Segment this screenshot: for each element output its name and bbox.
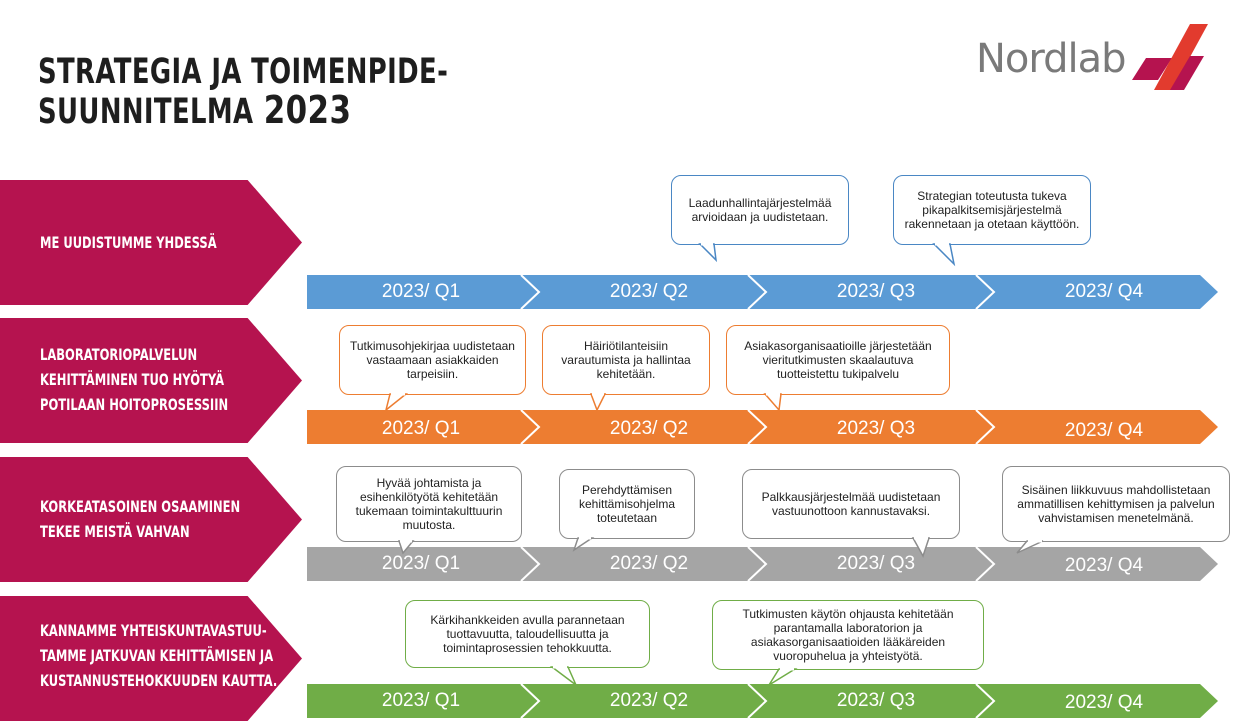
quarter-separator	[975, 275, 996, 309]
row-1-callout-1-text: Laadunhallintajärjestelmää arvioidaan ja…	[688, 196, 832, 224]
row-3-callout-1: Hyvää johtamista ja esihenkilötyötä kehi…	[336, 466, 522, 555]
row-1-label: ME UUDISTUMME YHDESSÄ	[40, 233, 217, 252]
row-1-q4: 2023/ Q4	[1064, 281, 1144, 302]
row-1-q1: 2023/ Q1	[381, 281, 461, 302]
row-2-callout-2: Häiriötilanteisiin varautumista ja halli…	[542, 325, 710, 412]
logo-mark-icon	[1132, 24, 1208, 90]
row-4-q1: 2023/ Q1	[381, 690, 461, 711]
row-4-chevron	[0, 596, 302, 721]
row-2-timeline: 2023/ Q1 2023/ Q2 2023/ Q3 2023/ Q4	[307, 410, 1218, 444]
quarter-separator	[520, 684, 541, 718]
row-3-callout-2: Perehdyttämisen kehittämisohjelma toteut…	[559, 469, 695, 552]
row-2-callout-3: Asiakasorganisaatioille järjestetään vie…	[726, 325, 950, 412]
title-line-1: STRATEGIA JA TOIMENPIDE-	[38, 52, 449, 92]
row-1-q2: 2023/ Q2	[609, 281, 689, 302]
row-3-q3: 2023/ Q3	[836, 553, 916, 574]
row-4-q2: 2023/ Q2	[609, 690, 689, 711]
nordlab-logo: Nordlab	[968, 18, 1228, 108]
row-4-q3: 2023/ Q3	[836, 690, 916, 711]
row-2-callout-2-text: Häiriötilanteisiin varautumista ja halli…	[561, 339, 691, 381]
row-2-callout-1-text: Tutkimusohjekirjaa uudistetaan vastaamaa…	[350, 339, 515, 381]
quarter-separator	[975, 684, 996, 718]
row-1-callout-1: Laadunhallintajärjestelmää arvioidaan ja…	[671, 175, 849, 263]
row-3-q2: 2023/ Q2	[609, 553, 689, 574]
row-3-callout-4-text: Sisäinen liikkuvuus mahdollistetaan amma…	[1017, 483, 1215, 525]
row-1-callout-2: Strategian toteutusta tukeva pikapalkits…	[893, 175, 1091, 267]
row-4-callout-2: Tutkimusten käytön ohjausta kehitetään p…	[712, 600, 984, 686]
quarter-separator	[520, 547, 541, 581]
row-2-chevron	[0, 318, 302, 443]
row-2-callout-1: Tutkimusohjekirjaa uudistetaan vastaamaa…	[339, 325, 526, 412]
quarter-separator	[747, 275, 768, 309]
row-3-callout-3: Palkkausjärjestelmää uudistetaan vastuun…	[742, 469, 960, 558]
title-year: 2023	[263, 88, 352, 132]
row-3-chevron	[0, 457, 302, 582]
quarter-separator	[747, 410, 768, 444]
row-1-q3: 2023/ Q3	[836, 281, 916, 302]
row-3-label: KORKEATASOINEN OSAAMINEN TEKEE MEISTÄ VA…	[40, 497, 241, 541]
row-2-q4: 2023/ Q4	[1064, 420, 1144, 441]
quarter-separator	[747, 684, 768, 718]
row-2-q2: 2023/ Q2	[609, 418, 689, 439]
row-4-callout-1: Kärkihankkeiden avulla parannetaan tuott…	[405, 600, 650, 688]
row-4-q4: 2023/ Q4	[1064, 692, 1144, 713]
row-1-timeline: 2023/ Q1 2023/ Q2 2023/ Q3 2023/ Q4	[307, 275, 1218, 309]
title-line-2-text: SUUNNITELMA	[38, 92, 254, 132]
row-2-q1: 2023/ Q1	[381, 418, 461, 439]
row-3-q4: 2023/ Q4	[1064, 555, 1144, 576]
row-2-q3: 2023/ Q3	[836, 418, 916, 439]
quarter-separator	[520, 410, 541, 444]
row-4-callout-1-text: Kärkihankkeiden avulla parannetaan tuott…	[430, 613, 625, 655]
row-3-callout-1-text: Hyvää johtamista ja esihenkilötyötä kehi…	[355, 476, 503, 532]
row-4-callout-2-text: Tutkimusten käytön ohjausta kehitetään p…	[742, 607, 954, 663]
row-4-label: KANNAMME YHTEISKUNTAVASTUU- TAMME JATKUV…	[40, 621, 278, 690]
row-3-callout-4: Sisäinen liikkuvuus mahdollistetaan amma…	[1002, 466, 1230, 554]
row-3-callout-3-text: Palkkausjärjestelmää uudistetaan vastuun…	[761, 490, 941, 518]
quarter-separator	[520, 275, 541, 309]
row-3-callout-2-text: Perehdyttämisen kehittämisohjelma toteut…	[578, 483, 676, 525]
logo-wordmark: Nordlab	[976, 36, 1127, 82]
row-2-callout-3-text: Asiakasorganisaatioille järjestetään vie…	[744, 339, 932, 381]
quarter-separator	[975, 547, 996, 581]
row-3-q1: 2023/ Q1	[381, 553, 461, 574]
quarter-separator	[747, 547, 768, 581]
row-1-chevron	[0, 180, 302, 305]
row-1-callout-2-text: Strategian toteutusta tukeva pikapalkits…	[904, 189, 1080, 231]
quarter-separator	[975, 410, 996, 444]
row-3-timeline: 2023/ Q1 2023/ Q2 2023/ Q3 2023/ Q4	[307, 547, 1218, 581]
row-4-timeline: 2023/ Q1 2023/ Q2 2023/ Q3 2023/ Q4	[307, 684, 1218, 718]
row-2-label: LABORATORIOPALVELUN KEHITTÄMINEN TUO HYÖ…	[40, 345, 229, 414]
